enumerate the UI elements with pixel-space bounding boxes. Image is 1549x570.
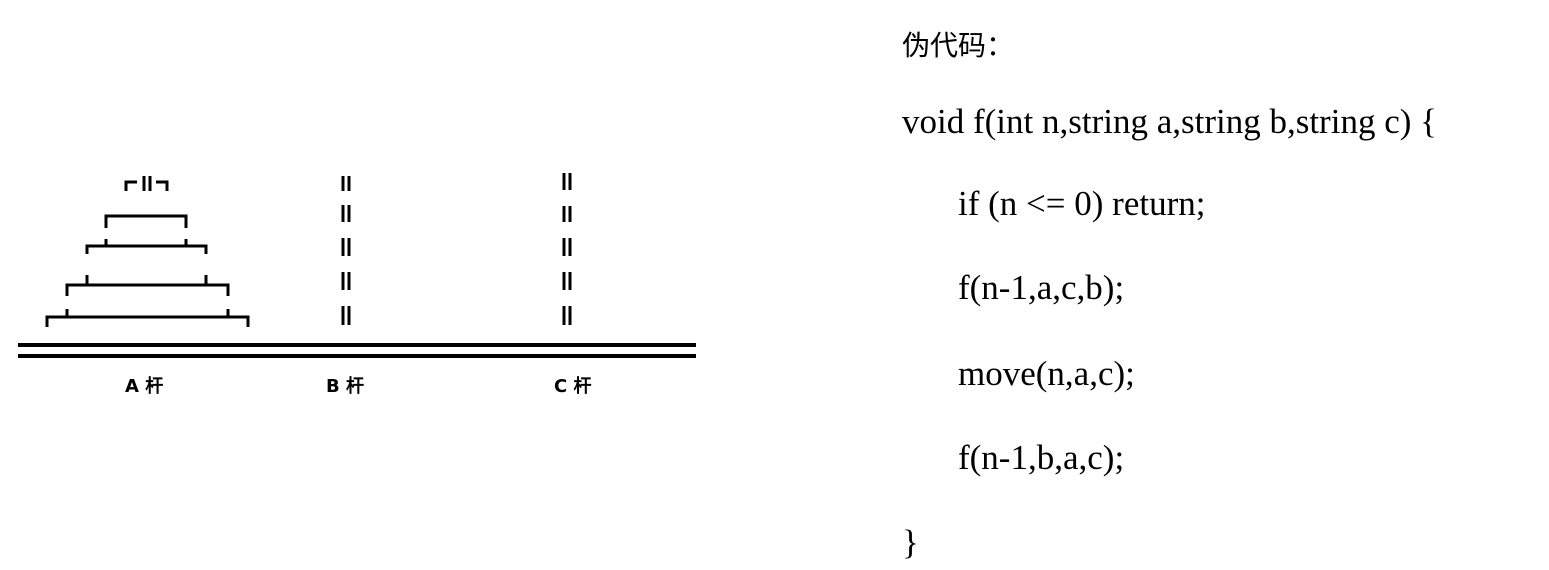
- disk-1: [126, 182, 167, 191]
- peg-b-rod: [343, 176, 349, 325]
- pseudocode-panel: 伪代码： void f(int n,string a,string b,stri…: [902, 18, 1542, 558]
- disk-4: [67, 275, 228, 296]
- disk-stack: [47, 176, 248, 327]
- pseudocode-title: 伪代码：: [902, 26, 1014, 66]
- code-line-base-case: if (n <= 0) return;: [958, 184, 1205, 224]
- disk-5: [47, 309, 248, 327]
- peg-c-rod: [564, 173, 570, 325]
- code-line-recursive-call-1: f(n-1,a,c,b);: [958, 268, 1124, 308]
- base-ground: [18, 345, 696, 356]
- code-line-closing-brace: }: [902, 523, 919, 563]
- disk-2: [106, 216, 186, 228]
- disk-3: [87, 239, 206, 254]
- tower-of-hanoi-diagram: A 杆 B 杆 C 杆: [0, 0, 720, 430]
- code-line-signature: void f(int n,string a,string b,string c)…: [902, 102, 1437, 142]
- code-line-recursive-call-2: f(n-1,b,a,c);: [958, 438, 1124, 478]
- peg-label-c: C 杆: [554, 375, 591, 397]
- peg-label-a: A 杆: [125, 375, 163, 397]
- peg-label-b: B 杆: [326, 375, 364, 397]
- peg-a-rod: [144, 176, 150, 191]
- code-line-move: move(n,a,c);: [958, 354, 1135, 394]
